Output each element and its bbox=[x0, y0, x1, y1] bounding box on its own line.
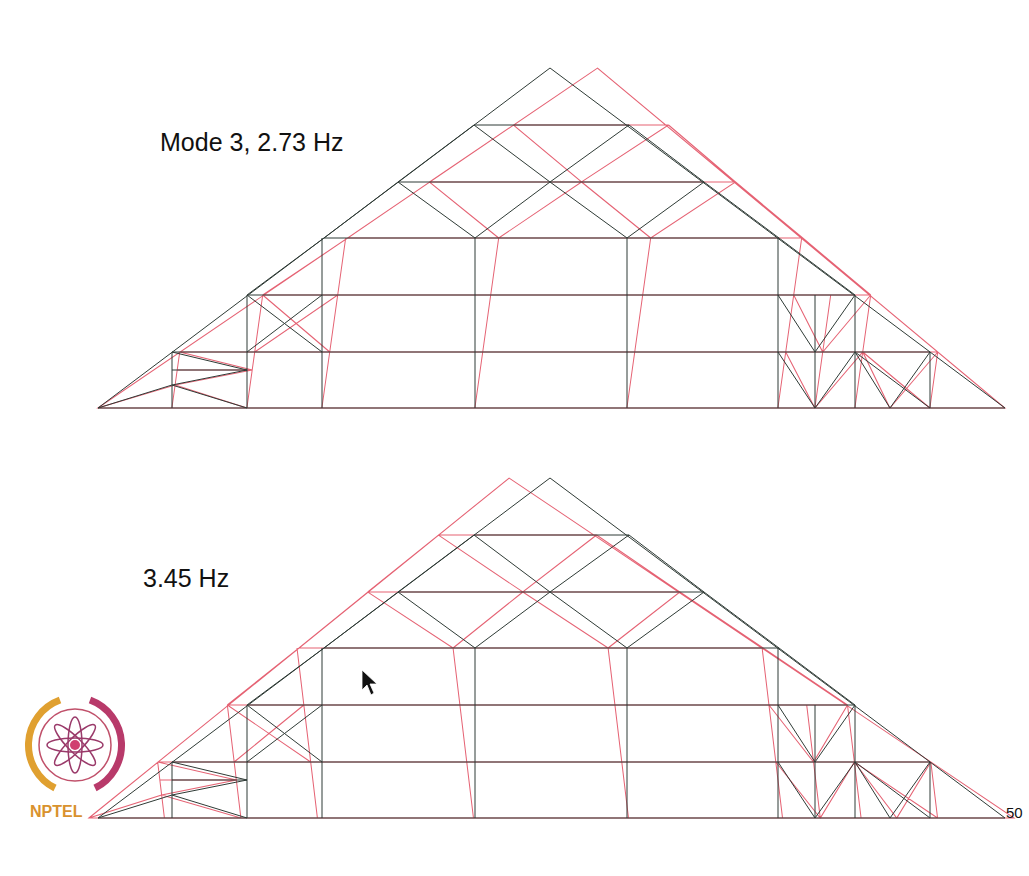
undeformed-truss bbox=[98, 478, 1005, 818]
undeformed-truss bbox=[98, 68, 1005, 408]
mode-title: Mode 3, 2.73 Hz bbox=[160, 128, 343, 157]
deformed-truss bbox=[48, 478, 1014, 818]
nptel-logo bbox=[28, 700, 121, 788]
mouse-cursor bbox=[362, 670, 377, 695]
logo-text: NPTEL bbox=[30, 803, 82, 821]
frequency-label: 3.45 Hz bbox=[143, 564, 229, 593]
page-number: 50 bbox=[1006, 804, 1023, 821]
deformed-truss bbox=[98, 68, 1029, 408]
